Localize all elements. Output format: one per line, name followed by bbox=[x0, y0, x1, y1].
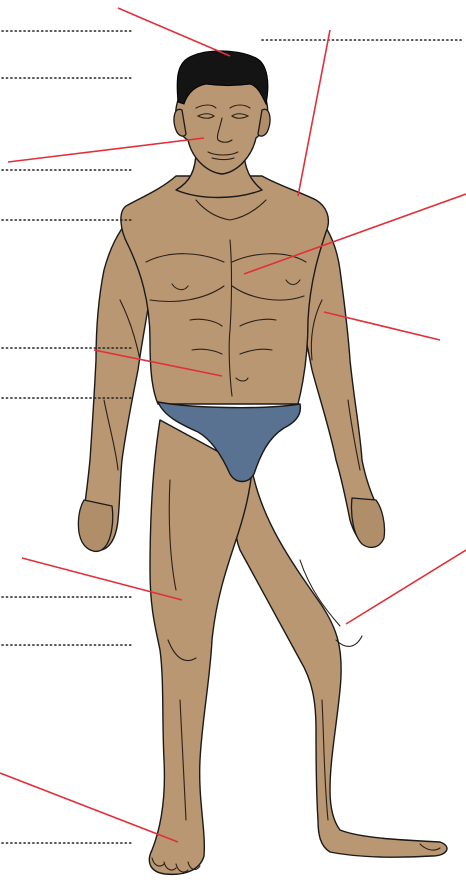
leg-left bbox=[236, 470, 447, 857]
hand-left bbox=[351, 498, 384, 547]
hand-right bbox=[78, 500, 112, 551]
leader-knee bbox=[346, 550, 466, 624]
leg-right bbox=[149, 420, 252, 874]
leader-hair bbox=[118, 8, 230, 56]
leader-foot bbox=[0, 773, 178, 842]
human-figure bbox=[78, 51, 447, 874]
torso bbox=[121, 176, 328, 404]
leader-shoulder bbox=[298, 30, 330, 196]
leader-face bbox=[8, 138, 204, 162]
